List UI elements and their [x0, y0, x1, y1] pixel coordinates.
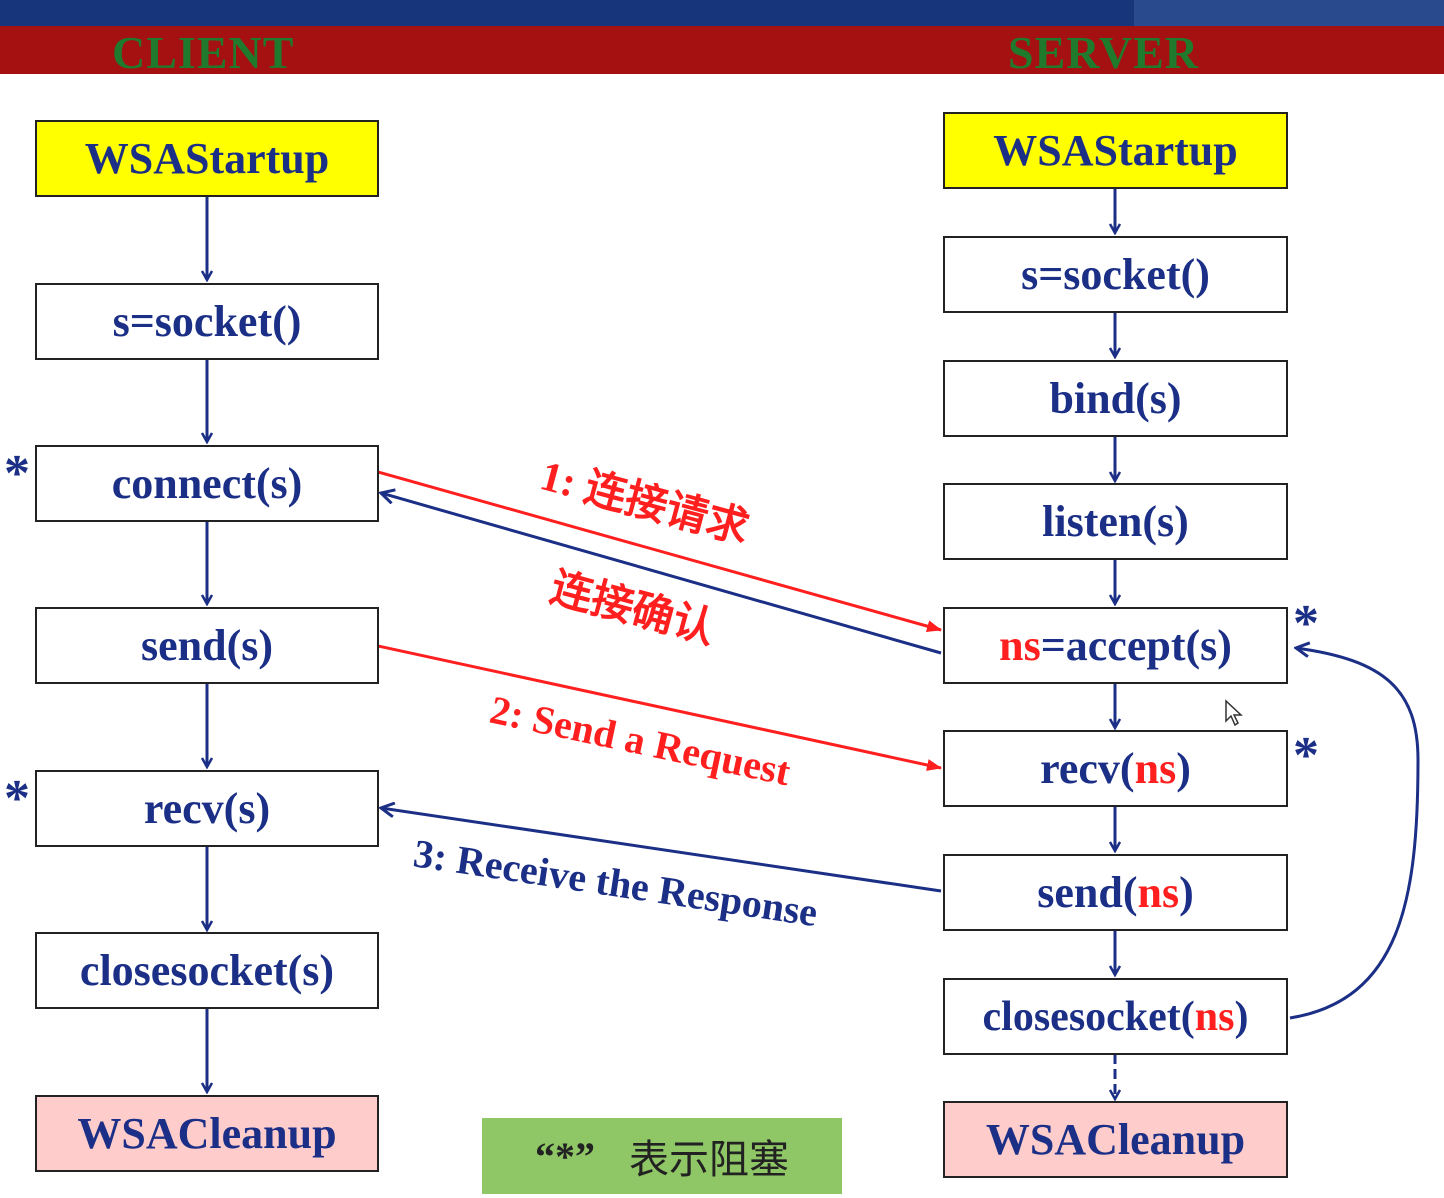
connect-ack-arrow	[381, 493, 942, 655]
connect-ack-label: 连接确认	[545, 564, 719, 653]
blocking-star-server-recv: *	[1293, 727, 1319, 784]
client-heading: CLIENT	[112, 27, 295, 78]
client-recv-label: recv(s)	[143, 784, 271, 833]
top-bar	[0, 0, 1444, 26]
blocking-star-accept: *	[1293, 595, 1319, 652]
client-recv-box: recv(s)	[35, 770, 379, 847]
receive-response-label: 3: Receive the Response	[411, 830, 821, 935]
server-send-label: send(	[1037, 868, 1138, 917]
server-recv-close: )	[1176, 744, 1191, 793]
server-socket-box: s=socket()	[943, 236, 1288, 313]
client-wsacleanup-box: WSACleanup	[35, 1095, 379, 1172]
client-send-label: send(s)	[140, 621, 274, 670]
server-wsastartup-label: WSAStartup	[993, 126, 1238, 175]
client-wsastartup-label: WSAStartup	[84, 134, 330, 183]
loop-back-arrow	[1289, 648, 1420, 1020]
server-bind-box: bind(s)	[943, 360, 1288, 437]
server-bind-label: bind(s)	[1049, 374, 1182, 423]
server-wsastartup-box: WSAStartup	[943, 112, 1288, 189]
blocking-star-recv: *	[4, 770, 30, 827]
server-accept-box: ns=accept(s)	[943, 607, 1288, 684]
server-listen-label: listen(s)	[1042, 497, 1189, 546]
client-wsastartup-box: WSAStartup	[35, 120, 379, 197]
server-accept-label: =accept(s)	[1040, 621, 1232, 670]
server-listen-box: listen(s)	[943, 483, 1288, 560]
server-socket-label: s=socket()	[1021, 250, 1210, 299]
server-send-ns: ns	[1137, 868, 1180, 917]
server-send-box: send(ns)	[943, 854, 1288, 931]
connect-request-label: 1: 连接请求	[535, 452, 753, 553]
legend-text: 表示阻塞	[629, 1137, 789, 1182]
server-closesocket-label: closesocket(	[982, 993, 1195, 1040]
client-wsacleanup-label: WSACleanup	[77, 1109, 337, 1158]
client-socket-box: s=socket()	[35, 283, 379, 360]
server-closesocket-close: )	[1234, 993, 1249, 1040]
client-socket-label: s=socket()	[112, 297, 302, 346]
server-recv-label: recv(	[1040, 744, 1135, 793]
receive-response-arrow	[381, 808, 942, 893]
mouse-cursor-icon	[1225, 699, 1243, 727]
client-connect-box: connect(s)	[35, 445, 379, 522]
connect-request-arrow	[377, 470, 942, 632]
server-closesocket-ns: ns	[1194, 993, 1235, 1040]
server-recv-ns: ns	[1134, 744, 1177, 793]
client-closesocket-box: closesocket(s)	[35, 932, 379, 1009]
top-bar-decoration	[1134, 0, 1444, 26]
server-wsacleanup-label: WSACleanup	[985, 1115, 1246, 1164]
server-heading: SERVER	[1008, 27, 1199, 78]
blocking-legend: “*” 表示阻塞	[482, 1118, 842, 1194]
blocking-star-connect: *	[4, 445, 30, 502]
server-recv-box: recv(ns)	[943, 730, 1288, 807]
server-closesocket-box: closesocket(ns)	[943, 978, 1288, 1055]
client-closesocket-label: closesocket(s)	[79, 946, 335, 995]
client-connect-label: connect(s)	[111, 459, 303, 508]
client-send-box: send(s)	[35, 607, 379, 684]
header-band	[0, 26, 1444, 74]
send-request-arrow	[377, 644, 942, 771]
legend-symbol: “*”	[535, 1133, 595, 1179]
server-wsacleanup-box: WSACleanup	[943, 1101, 1288, 1178]
server-send-close: )	[1179, 868, 1194, 917]
server-accept-ns: ns	[999, 621, 1041, 670]
